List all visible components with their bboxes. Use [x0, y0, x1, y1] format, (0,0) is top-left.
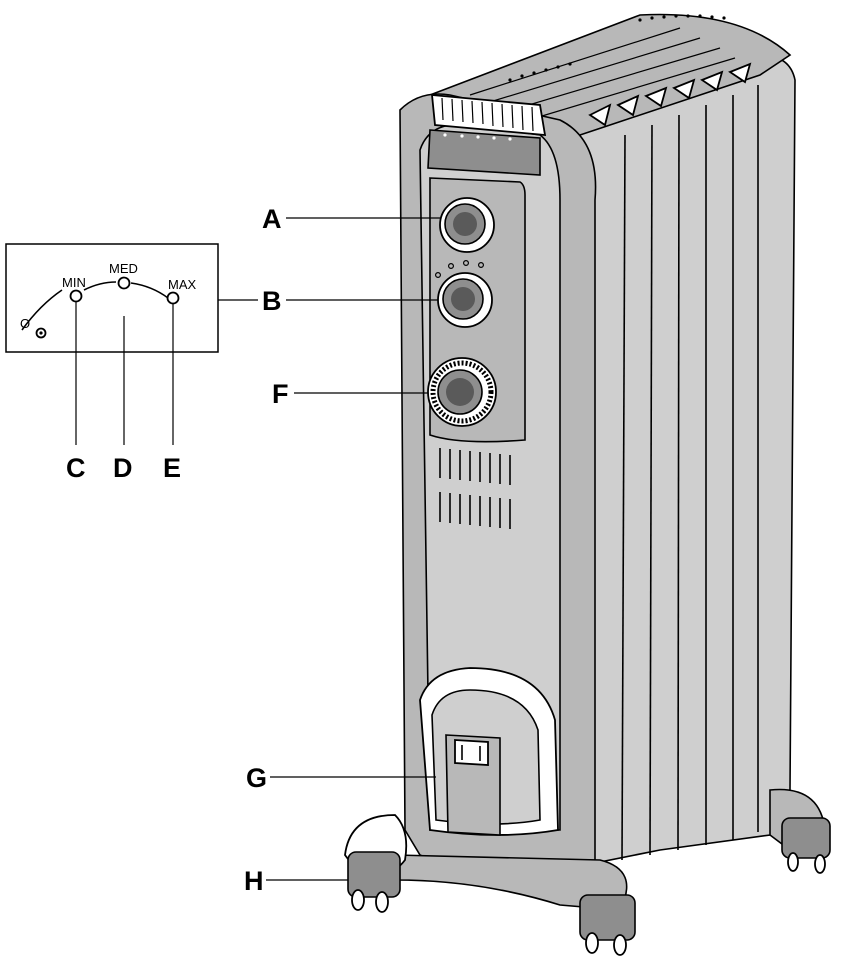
fin-tops [588, 62, 752, 127]
thermostat-knob-icon [439, 197, 495, 253]
power-knob-icon [437, 272, 493, 328]
front-top-grille [441, 97, 534, 132]
radiator-fins [621, 85, 759, 861]
top-dots [508, 14, 726, 82]
off-label: O [20, 316, 30, 331]
callout-f: F [272, 379, 289, 409]
med-setting-icon [117, 276, 131, 290]
max-setting-icon [166, 291, 180, 305]
med-max-arc [130, 282, 169, 299]
med-label: MED [109, 261, 138, 276]
callout-e: E [163, 453, 181, 483]
castor-wheel-icon [579, 894, 636, 956]
off-min-arc [21, 289, 63, 331]
front-vent-slots [439, 448, 511, 529]
callout-g: G [246, 763, 267, 793]
min-med-arc [83, 281, 117, 291]
cord-hook-icon [454, 739, 489, 766]
callout-c: C [66, 453, 86, 483]
callout-a: A [262, 204, 282, 234]
max-label: MAX [168, 277, 197, 292]
dial-setting-inset: O MIN MED MAX [5, 243, 219, 445]
indicator-dots [443, 133, 512, 141]
callout-leaders [218, 217, 440, 881]
castor-wheel-icon [344, 814, 408, 913]
callout-d: D [113, 453, 133, 483]
callout-b: B [262, 286, 282, 316]
castor-wheel-icon [781, 817, 831, 874]
min-label: MIN [62, 275, 86, 290]
min-setting-icon [69, 289, 83, 303]
callout-labels: A B C D E F G H [66, 204, 289, 896]
large-dial-icon [427, 357, 497, 427]
power-dial-dots [435, 260, 485, 279]
oil-radiator-heater-icon [344, 13, 831, 956]
callout-h: H [244, 866, 264, 896]
